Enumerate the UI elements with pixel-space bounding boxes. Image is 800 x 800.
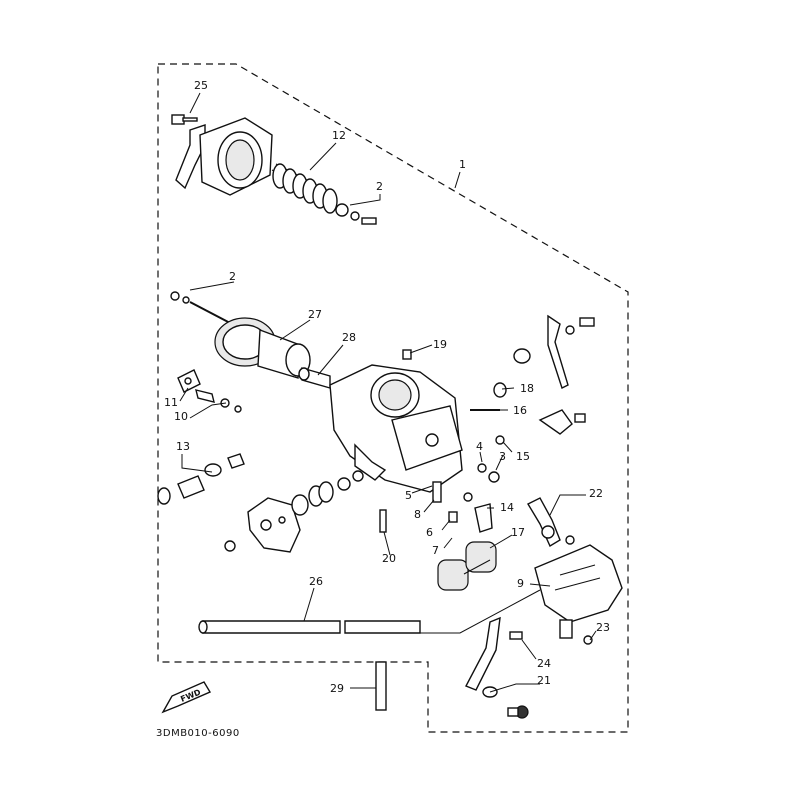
part-jet-20 [379, 509, 387, 533]
part-seat-15 [495, 435, 505, 445]
part-needle-valve-8 [432, 481, 442, 503]
part-main-jet-14 [463, 492, 493, 533]
part-screw-25 [171, 114, 198, 125]
callout-15: 15 [516, 450, 530, 463]
callout-18: 18 [520, 382, 534, 395]
part-plug-19 [402, 349, 412, 360]
callout-19: 19 [433, 338, 447, 351]
part-throttle-shaft-22 [527, 497, 575, 548]
part-lever-15 [538, 409, 586, 435]
callout-2-lower: 2 [229, 270, 236, 283]
fwd-arrow-icon [161, 681, 212, 714]
callout-13: 13 [176, 440, 190, 453]
callout-26: 26 [309, 575, 323, 588]
callout-10: 10 [174, 410, 188, 423]
callout-25: 25 [194, 79, 208, 92]
callout-27: 27 [308, 308, 322, 321]
parts-group [157, 114, 623, 719]
callout-22: 22 [589, 487, 603, 500]
part-jet-needle-lower [170, 291, 233, 325]
callout-16: 16 [513, 404, 527, 417]
callout-11: 11 [164, 396, 178, 409]
part-spring-set [291, 470, 364, 516]
part-jet-6 [448, 511, 458, 523]
part-float-17 [437, 541, 497, 591]
part-hose-26 [198, 620, 421, 634]
callout-4: 4 [476, 440, 483, 453]
callout-14: 14 [500, 501, 514, 514]
callout-29: 29 [330, 682, 344, 695]
callout-2-upper: 2 [376, 180, 383, 193]
part-screw-3 [488, 471, 500, 483]
callout-12: 12 [332, 129, 346, 142]
callout-6: 6 [426, 526, 433, 539]
part-float-chamber-9 [534, 544, 623, 639]
part-tube-28 [298, 367, 331, 389]
callout-7: 7 [432, 544, 439, 557]
callout-20: 20 [382, 552, 396, 565]
part-starter-plunger-13 [157, 453, 245, 505]
part-pilot-screw-10 [195, 389, 242, 413]
part-diaphragm-27 [214, 317, 311, 379]
callout-28: 28 [342, 331, 356, 344]
part-carburetor-body [329, 364, 463, 493]
part-lever-upper-right [547, 314, 595, 389]
callout-8: 8 [414, 508, 421, 521]
callout-5: 5 [405, 489, 412, 502]
diagram-code: 3DMB010-6090 [156, 728, 240, 739]
part-washer-4 [477, 463, 487, 473]
callout-3: 3 [499, 450, 506, 463]
part-lever-24 [465, 616, 523, 691]
part-bracket [175, 124, 206, 190]
part-bowl-cover [224, 497, 301, 553]
part-spring-18 [493, 348, 531, 398]
part-spring-12 [271, 163, 338, 214]
callout-17: 17 [511, 526, 525, 539]
fwd-label: FWD [179, 687, 202, 703]
callout-labels: 25 12 1 2 2 27 28 19 11 10 18 16 13 4 3 … [164, 79, 610, 695]
part-intake-joint [199, 117, 273, 196]
callout-24: 24 [537, 657, 551, 670]
part-needle-set-upper [335, 203, 377, 225]
callout-23: 23 [596, 621, 610, 634]
part-screw-23 [583, 635, 593, 645]
callout-21: 21 [537, 674, 551, 687]
part-throttle-stop-21 [482, 686, 529, 719]
part-cover-11 [177, 369, 201, 393]
callout-9: 9 [517, 577, 524, 590]
leader-lines [179, 92, 597, 693]
part-strap-29 [375, 661, 387, 711]
callout-1: 1 [459, 158, 466, 171]
assembly-boundary [157, 63, 629, 733]
